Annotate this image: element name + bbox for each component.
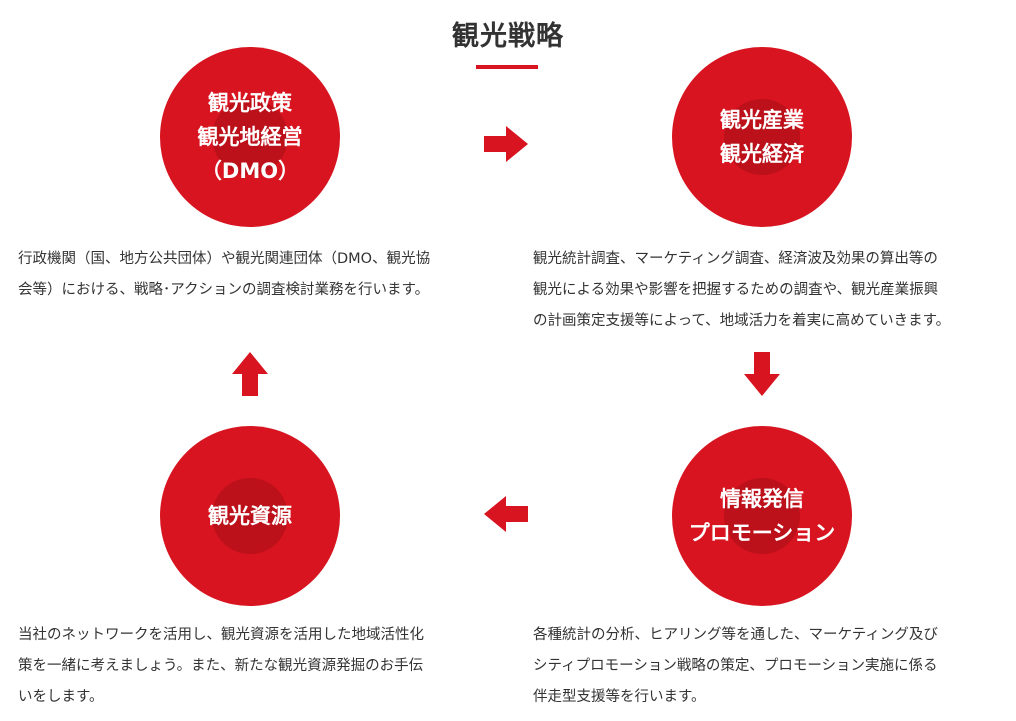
node-label-line: 観光産業: [720, 108, 804, 132]
node-tourism-policy-circle: 観光政策 観光地経営 （DMO）: [160, 47, 340, 227]
circle-inner-disc: [724, 99, 800, 175]
node-label-line: 情報発信: [720, 487, 804, 511]
description-line: 各種統計の分析、ヒアリング等を通した、マーケティング及び: [533, 627, 938, 643]
node-tourism-industry-label: 観光産業 観光経済: [672, 47, 852, 227]
arrow-up-icon: [232, 352, 268, 396]
description-line: 伴走型支援等を行います。: [533, 689, 706, 705]
node-tourism-resources-description: 当社のネットワークを活用し、観光資源を活用した地域活性化 策を一緒に考えましょう…: [18, 620, 488, 713]
description-line: 策を一緒に考えましょう。また、新たな観光資源発掘のお手伝: [18, 658, 424, 674]
node-label-line: （DMO）: [200, 159, 300, 183]
diagram-title: 観光戦略: [452, 21, 564, 52]
node-tourism-industry-description: 観光統計調査、マーケティング調査、経済波及効果の算出等の 観光による効果や影響を…: [533, 244, 1003, 337]
node-tourism-resources-label: 観光資源: [160, 426, 340, 606]
description-line: 当社のネットワークを活用し、観光資源を活用した地域活性化: [18, 627, 424, 643]
node-information-promotion-description: 各種統計の分析、ヒアリング等を通した、マーケティング及び シティプロモーション戦…: [533, 620, 1003, 713]
node-label-line: プロモーション: [688, 521, 836, 545]
node-tourism-resources-circle: 観光資源: [160, 426, 340, 606]
node-label-line: 観光資源: [208, 504, 292, 528]
description-line: 観光による効果や影響を把握するための調査や、観光産業振興: [533, 282, 939, 298]
arrow-left-icon: [484, 496, 528, 532]
node-tourism-industry-circle: 観光産業 観光経済: [672, 47, 852, 227]
description-line: 会等）における、戦略･アクションの調査検討業務を行います。: [18, 282, 430, 298]
node-information-promotion-circle: 情報発信 プロモーション: [672, 426, 852, 606]
description-line: いをします。: [18, 689, 104, 705]
node-tourism-policy-description: 行政機関（国、地方公共団体）や観光関連団体（DMO、観光協 会等）における、戦略…: [18, 244, 488, 306]
node-label-line: 観光経済: [720, 142, 804, 166]
title-underline: [476, 65, 538, 69]
arrow-right-icon: [484, 126, 528, 162]
node-label-line: 観光地経営: [197, 125, 303, 149]
circle-inner-disc: [212, 478, 288, 554]
arrow-down-icon: [744, 352, 780, 396]
circle-inner-disc: [212, 99, 288, 175]
node-information-promotion-label: 情報発信 プロモーション: [672, 426, 852, 606]
description-line: の計画策定支援等によって、地域活力を着実に高めていきます。: [533, 313, 951, 329]
node-tourism-policy-label: 観光政策 観光地経営 （DMO）: [160, 47, 340, 227]
circle-inner-disc: [724, 478, 800, 554]
node-label-line: 観光政策: [208, 91, 292, 115]
description-line: 行政機関（国、地方公共団体）や観光関連団体（DMO、観光協: [18, 251, 431, 267]
description-line: シティプロモーション戦略の策定、プロモーション実施に係る: [533, 658, 938, 674]
description-line: 観光統計調査、マーケティング調査、経済波及効果の算出等の: [533, 251, 938, 267]
